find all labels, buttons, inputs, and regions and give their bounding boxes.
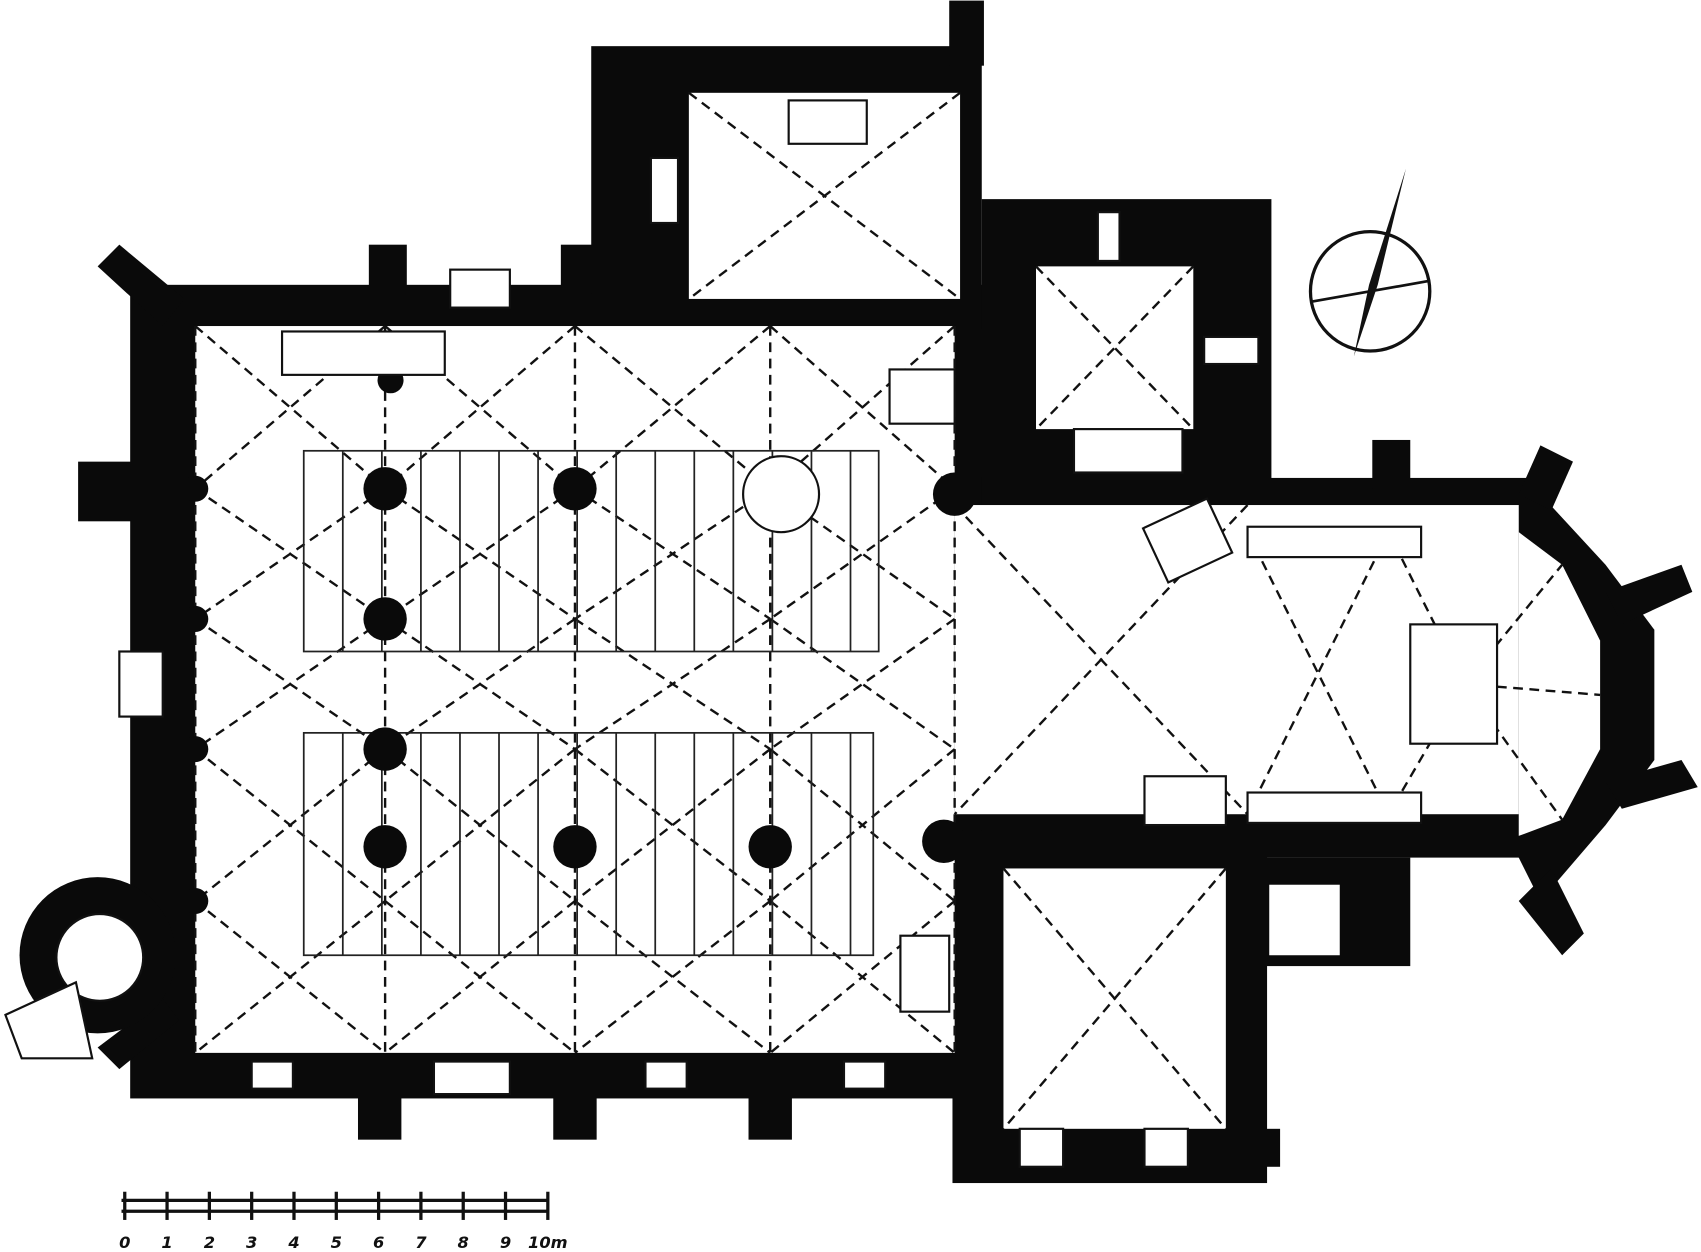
vault-rib [574, 487, 771, 620]
pier [748, 825, 792, 869]
pier [182, 887, 209, 915]
pier [182, 736, 209, 763]
pier [363, 597, 407, 641]
scale-label: 1 [161, 1233, 172, 1252]
scale-label: 5 [331, 1233, 342, 1252]
altars [280, 99, 1499, 1013]
vault-rib [769, 617, 956, 751]
vault-rib [1002, 867, 1227, 1130]
scale-label: 8 [458, 1233, 469, 1252]
scale-label: 7 [415, 1233, 427, 1252]
rooms [118, 92, 1601, 1168]
tower-altar [787, 99, 868, 145]
vault-rib [769, 617, 956, 751]
vault-rib [769, 487, 956, 620]
vault-rib [1035, 265, 1195, 430]
vault-rib [384, 617, 576, 751]
scale-label: 6 [373, 1233, 384, 1252]
north-altar [888, 368, 956, 425]
scale-label: 3 [246, 1233, 257, 1252]
vault-rib [769, 748, 956, 902]
south-altar [899, 934, 951, 1013]
windows [118, 156, 1260, 1168]
pew-block [302, 731, 875, 957]
vault-rib [574, 748, 771, 902]
pier [363, 727, 407, 771]
scale-bar: 0 1 2 3 4 5 6 7 8 9 10m [119, 1191, 568, 1252]
vault-rib [194, 617, 386, 751]
vault-rib [1246, 531, 1390, 815]
vault-rib [194, 900, 386, 1054]
tower-wall-upper [949, 0, 984, 66]
scale-label: 0 [119, 1233, 130, 1252]
high-altar [1409, 623, 1499, 745]
scale-label: 2 [204, 1233, 215, 1252]
pew-block [302, 449, 880, 653]
scale-label: 4 [287, 1233, 299, 1252]
vault-rib [574, 900, 771, 1054]
pier [922, 819, 966, 864]
pier [182, 475, 209, 502]
vault-rib [574, 900, 771, 1054]
vault-rib [384, 325, 576, 490]
vault-rib [574, 325, 771, 490]
pulpit-stair [742, 455, 821, 534]
vault-rib [769, 900, 956, 1054]
vault-rib [688, 91, 961, 300]
stair-annex [1269, 884, 1340, 956]
vault-rib [574, 748, 771, 902]
vault-rib [574, 617, 771, 751]
vault-rib [1246, 531, 1390, 815]
pier [932, 472, 977, 516]
spiral-stair [55, 912, 145, 1002]
vault-rib [574, 325, 771, 490]
pier [363, 825, 407, 869]
vault-rib [194, 487, 386, 620]
vault-rib [194, 748, 386, 902]
apse [1518, 532, 1601, 836]
pews [302, 449, 880, 957]
north-choir-stalls [1246, 525, 1423, 559]
vault-rib [194, 325, 386, 490]
stair-entry [4, 980, 94, 1060]
vault-rib [384, 748, 576, 902]
south-choir-stalls [1246, 791, 1423, 824]
buttresses [78, 244, 1698, 1167]
sacristy-stair [1072, 428, 1184, 474]
side-altar-south [1143, 775, 1227, 827]
pier [182, 605, 209, 632]
scale-label: 9 [500, 1233, 511, 1252]
scale-label: 10m [528, 1233, 568, 1252]
pier [553, 825, 597, 869]
vault-rib [384, 900, 576, 1054]
vault-rib [1463, 683, 1564, 821]
gallery-stair [280, 330, 446, 376]
pier [553, 467, 597, 511]
vault-rib [384, 487, 576, 620]
vault-rib [1035, 265, 1195, 430]
vault-rib [1387, 531, 1466, 685]
pier [363, 467, 407, 511]
north-arrow-icon [1308, 168, 1432, 357]
side-altar-north [1141, 497, 1234, 584]
